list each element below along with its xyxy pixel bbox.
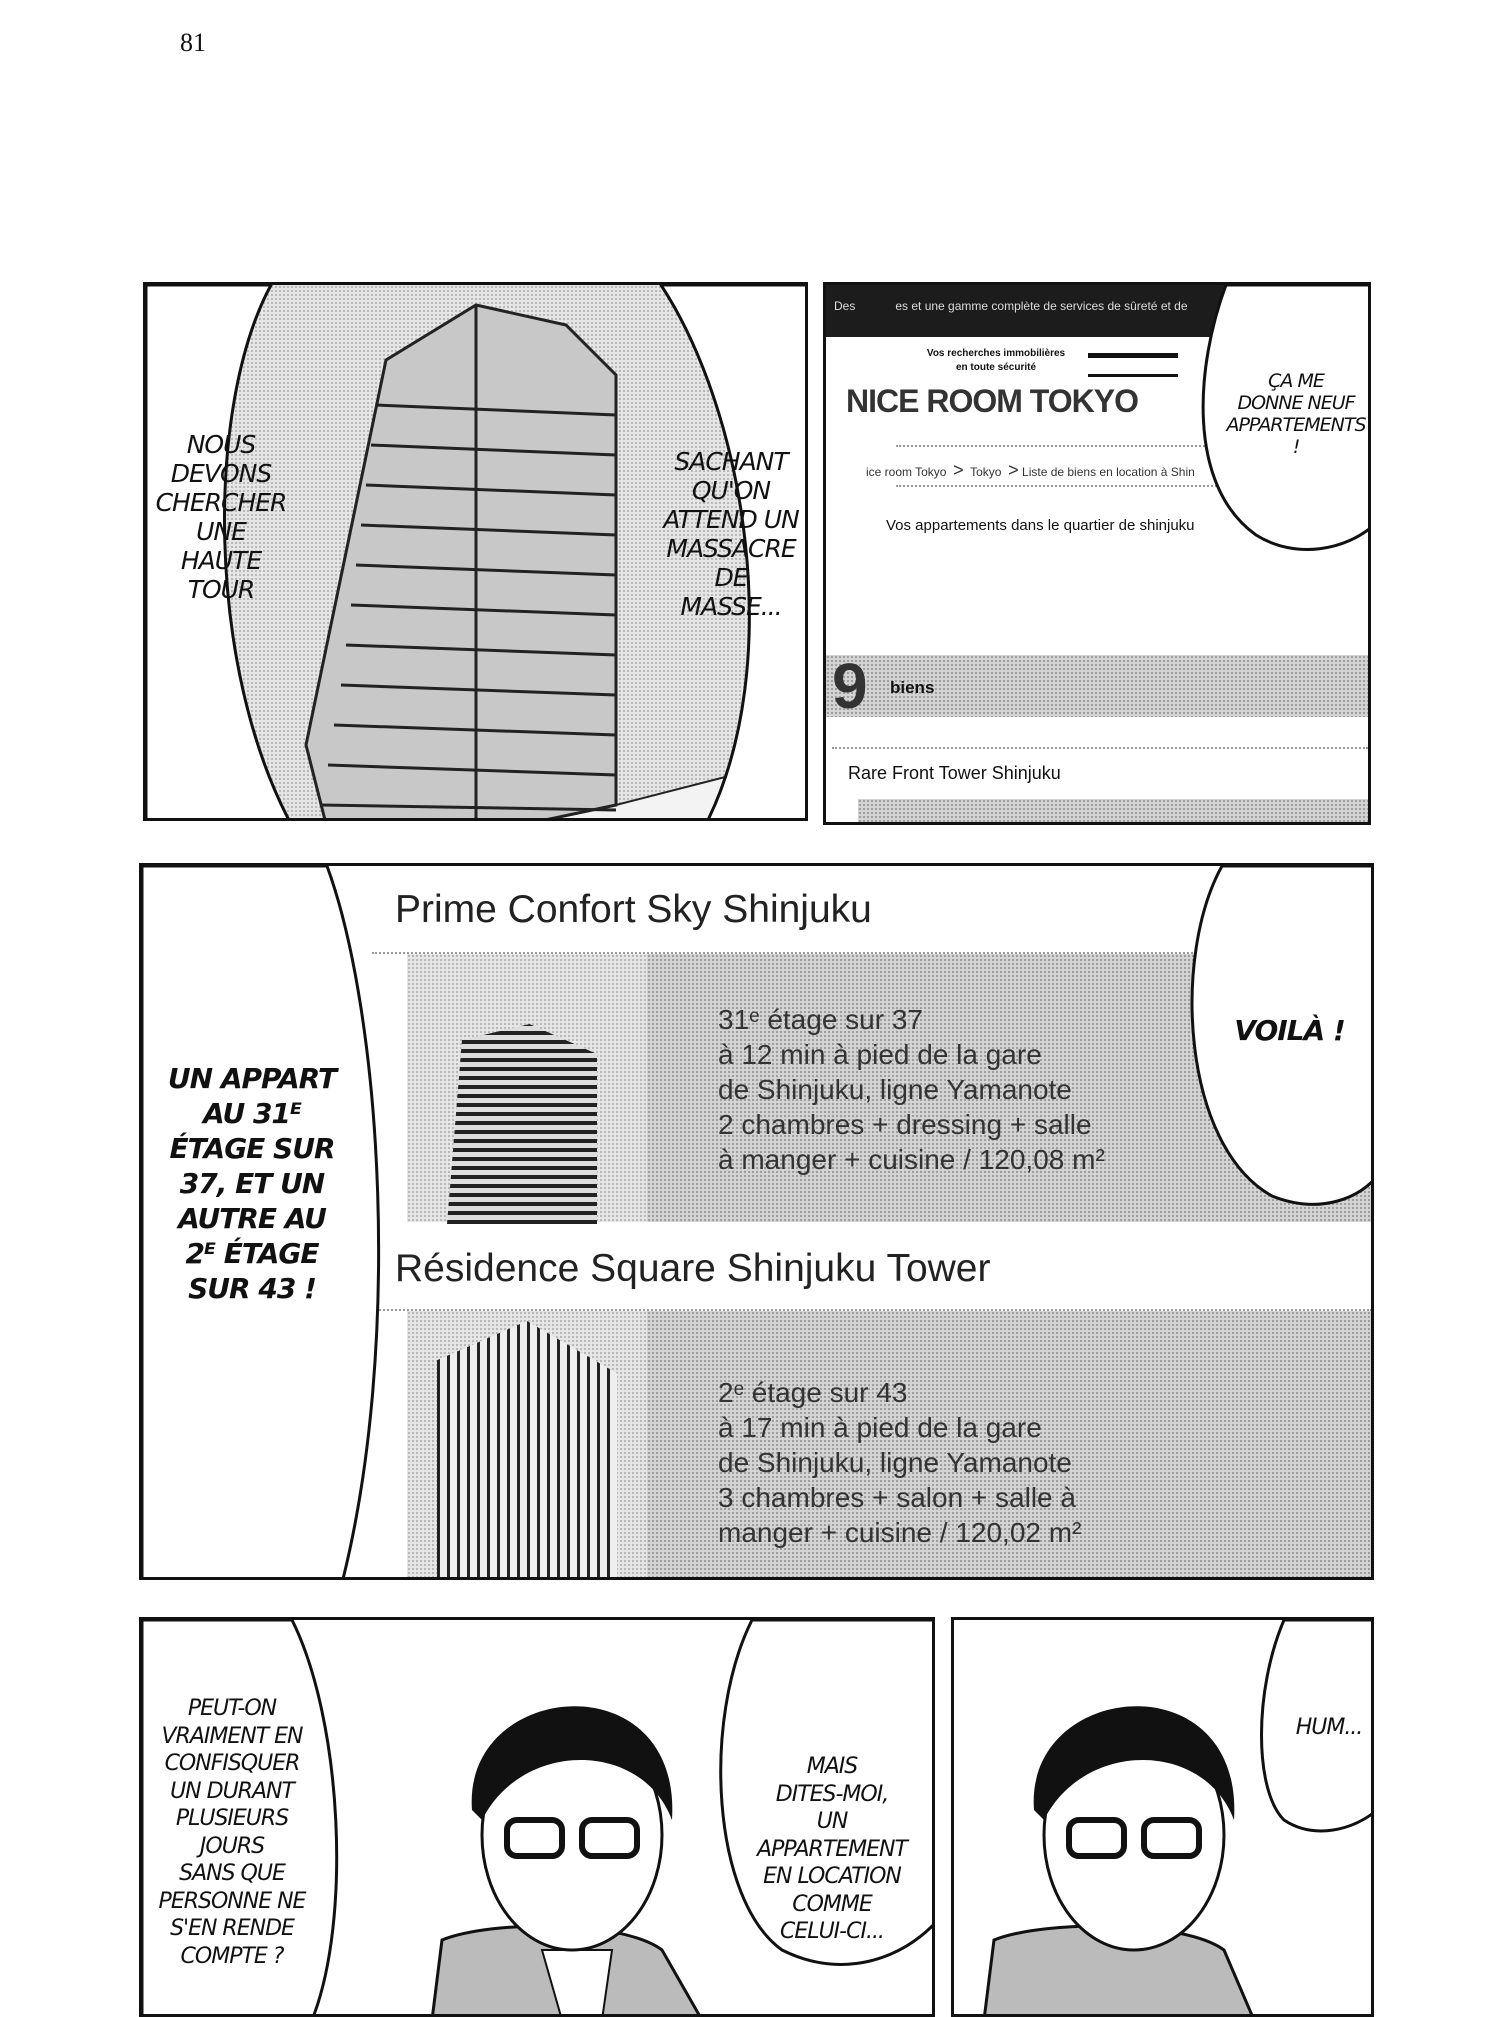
listing-details: 2ᵉ étage sur 43 à 17 min à pied de la ga… (718, 1377, 1082, 1548)
breadcrumb-item[interactable]: Tokyo (970, 465, 1002, 479)
results-count: 9 (832, 650, 868, 722)
panel-tower: NOUS DEVONS CHERCHER UNE HAUTE TOUR SACH… (143, 282, 808, 821)
tagline: Vos recherches immobilières en toute séc… (916, 347, 1076, 375)
results-heading: Vos appartements dans le quartier de shi… (886, 517, 1195, 534)
listing-title[interactable]: Prime Confort Sky Shinjuku (395, 888, 872, 931)
top-bar-text: Des es et une gamme complète de services… (834, 299, 1188, 313)
listing-2: Résidence Square Shinjuku Tower 2ᵉ étage… (142, 1221, 1371, 1577)
page-number: 81 (180, 28, 206, 57)
listing-details: 31ᵉ étage sur 37 à 12 min à pied de la g… (718, 1004, 1105, 1175)
listing-thumbnail (858, 799, 1368, 822)
speech-text: VOILÀ ! (1234, 1014, 1345, 1047)
site-logo[interactable]: NICE ROOM TOKYO (846, 383, 1139, 419)
breadcrumb: ice room Tokyo > Tokyo > Liste de biens … (866, 460, 1195, 481)
speech-text: HUM... (1295, 1715, 1364, 1740)
panel-listings: Prime Confort Sky Shinjuku 31ᵉ étage sur… (139, 863, 1374, 1580)
breadcrumb-item[interactable]: Liste de biens en location à Shin (1022, 465, 1195, 479)
panel-website: Des es et une gamme complète de services… (823, 282, 1371, 825)
speech-bubble-left (146, 285, 290, 818)
speech-bubble (1201, 285, 1368, 551)
panel-man-speaking: PEUT-ON VRAIMENT EN CONFISQUER UN DURANT… (139, 1617, 935, 2017)
character-illustration (142, 1620, 932, 2014)
results-count-label: biens (890, 678, 935, 697)
speech-text: UN APPART AU 31ᴱ ÉTAGE SUR 37, ET UN AUT… (167, 1062, 337, 1305)
decor-bars (1088, 353, 1178, 377)
breadcrumb-separator: > (953, 460, 964, 480)
listing-1: Prime Confort Sky Shinjuku 31ᵉ étage sur… (142, 866, 1371, 1224)
speech-text: ÇA ME DONNE NEUF APPARTEMENTS ! (1226, 370, 1366, 458)
speech-bubbles (142, 866, 1371, 1577)
listing-link[interactable]: Rare Front Tower Shinjuku (848, 763, 1061, 783)
speech-text: NOUS DEVONS CHERCHER UNE HAUTE TOUR (155, 430, 288, 604)
tower-illustration (146, 285, 805, 818)
speech-bubble-right (659, 285, 805, 818)
speech-text: SACHANT QU'ON ATTEND UN MASSACRE DE MASS… (663, 447, 800, 621)
results-count-bar (826, 655, 1368, 717)
building-image (437, 1321, 617, 1577)
character-illustration (983, 1620, 1371, 2014)
glasses-icon (1066, 1817, 1127, 1859)
listing-title[interactable]: Résidence Square Shinjuku Tower (395, 1247, 991, 1290)
tagline-line: en toute sécurité (955, 362, 1037, 373)
listing-details-bg (647, 1311, 1371, 1577)
breadcrumb-item[interactable]: ice room Tokyo (866, 465, 947, 479)
tagline-line: Vos recherches immobilières (926, 348, 1066, 359)
panel-man-thinking: HUM... (951, 1617, 1374, 2017)
breadcrumb-separator: > (1008, 460, 1019, 480)
listing-photo (407, 954, 647, 1224)
speech-text: PEUT-ON VRAIMENT EN CONFISQUER UN DURANT… (158, 1696, 307, 1969)
speech-text: MAIS DITES-MOI, UN APPARTEMENT EN LOCATI… (757, 1754, 908, 1944)
building-image (447, 1024, 597, 1224)
listing-photo (407, 1311, 647, 1577)
glasses-icon (504, 1817, 565, 1859)
